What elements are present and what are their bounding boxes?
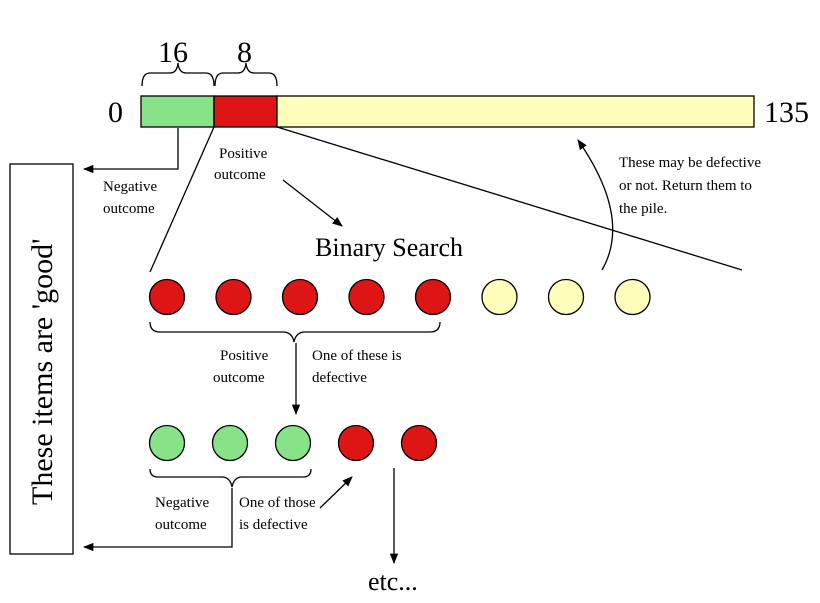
zoom-line-left: [149, 126, 215, 273]
row2-item-2-green: [211, 424, 249, 462]
row1-item-8-yellow: [614, 278, 651, 316]
negative-bottom-line1: Negative: [155, 495, 209, 511]
row1-item-4-red: [348, 278, 385, 316]
row2-item-3-green: [274, 424, 312, 462]
positive-to-binary-arrow: [282, 179, 343, 227]
row2-items: [148, 424, 438, 462]
return-line2: or not. Return them to: [619, 178, 752, 194]
negative-bottom-label: Negative outcome: [155, 495, 213, 533]
row1-item-7-yellow: [547, 278, 585, 316]
row1-item-1-red: [148, 278, 186, 316]
row1-brace: [149, 321, 441, 343]
positive-mid-label: Positive outcome: [213, 348, 272, 386]
bar-end-label: 135: [764, 96, 809, 129]
defective-mid-line2: defective: [312, 370, 367, 386]
negative-bottom-arrow: [82, 488, 233, 552]
return-line1: These may be defective: [619, 155, 761, 171]
row1-item-3-red: [281, 278, 319, 316]
defective-bottom-label: One of those is defective: [239, 495, 319, 533]
negative-top-line2: outcome: [103, 201, 155, 217]
positive-top-label: Positive outcome: [214, 146, 271, 183]
return-line3: the pile.: [619, 201, 667, 217]
positive-top-line2: outcome: [214, 167, 266, 183]
row2-item-4-red: [337, 424, 375, 462]
defective-bottom-line2: is defective: [239, 517, 308, 533]
positive-mid-line1: Positive: [220, 348, 269, 364]
good-items-box: [9, 163, 74, 555]
brace-first: [141, 62, 215, 87]
yellow-segment: [276, 95, 755, 128]
bar-start-label: 0: [108, 96, 123, 129]
brace-second-label: 8: [237, 36, 252, 69]
zoom-line-right: [276, 126, 743, 271]
row2-item-5-red: [400, 424, 438, 462]
row2-brace: [149, 468, 312, 488]
negative-top-line1: Negative: [103, 179, 157, 195]
positive-mid-line2: outcome: [213, 370, 265, 386]
defective-mid-label: One of these is defective: [312, 348, 405, 386]
etc-label: etc...: [368, 567, 418, 596]
positive-top-line1: Positive: [219, 146, 268, 162]
negative-bottom-line2: outcome: [155, 517, 207, 533]
green-segment: [140, 95, 215, 128]
defective-bottom-arrow: [319, 476, 353, 509]
return-arrow: [577, 139, 614, 271]
row1-item-5-red: [414, 278, 452, 316]
row1-item-2-red: [215, 278, 252, 316]
row2-item-1-green: [148, 424, 186, 462]
brace-second: [214, 62, 278, 87]
defective-bottom-line1: One of those: [239, 495, 316, 511]
row1-item-6-yellow: [481, 278, 518, 316]
return-label: These may be defective or not. Return th…: [619, 155, 765, 217]
negative-top-arrow: [82, 128, 179, 174]
row1-items: [148, 278, 651, 316]
good-items-label: These items are 'good': [26, 238, 59, 505]
red-segment: [213, 95, 278, 128]
defective-mid-line1: One of these is: [312, 348, 402, 364]
negative-top-label: Negative outcome: [103, 179, 161, 217]
brace-first-label: 16: [158, 36, 188, 69]
binary-search-title: Binary Search: [315, 233, 463, 262]
